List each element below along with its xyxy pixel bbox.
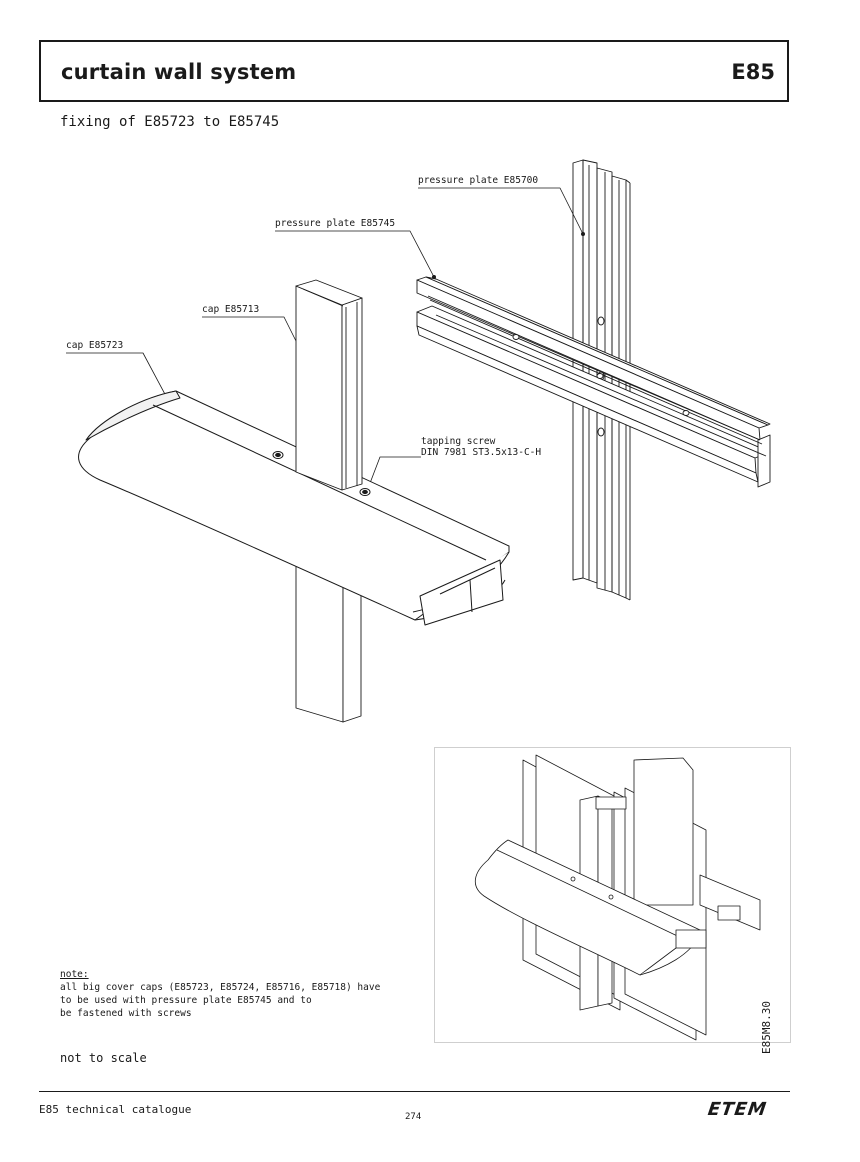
page-number: 274	[405, 1112, 422, 1122]
footer-divider	[39, 1091, 790, 1092]
note-heading: note:	[60, 969, 89, 980]
inset-frame	[434, 747, 791, 1043]
label-tapping-screw-spec: DIN 7981 ST3.5x13-C-H	[421, 447, 542, 458]
page-title: curtain wall system	[61, 60, 297, 84]
cap-e85713	[295, 279, 363, 491]
pressure-plate-horizontal	[416, 276, 771, 488]
subtitle: fixing of E85723 to E85745	[60, 114, 280, 130]
drawing-id: E85M8.30	[760, 1001, 773, 1054]
system-code: E85	[731, 60, 775, 84]
footer-catalogue: E85 technical catalogue	[39, 1103, 192, 1116]
note-line: be fastened with screws	[60, 1008, 192, 1019]
cap-e85723	[78, 390, 510, 626]
label-tapping-screw: tapping screw	[421, 436, 496, 447]
label-cap-e85713: cap E85713	[202, 304, 260, 315]
note-line: all big cover caps (E85723, E85724, E857…	[60, 982, 381, 993]
inset-assembly	[475, 754, 761, 1041]
scale-note: not to scale	[60, 1051, 147, 1065]
note-line: to be used with pressure plate E85745 an…	[60, 995, 312, 1006]
header-box: curtain wall system E85	[39, 40, 789, 102]
label-pressure-plate-e85745: pressure plate E85745	[275, 218, 396, 229]
mullion-post	[295, 564, 362, 723]
label-pressure-plate-e85700: pressure plate E85700	[418, 175, 539, 186]
etem-logo: ETEM	[706, 1099, 769, 1120]
label-cap-e85723: cap E85723	[66, 340, 124, 351]
note-block: note: all big cover caps (E85723, E85724…	[60, 968, 380, 1020]
